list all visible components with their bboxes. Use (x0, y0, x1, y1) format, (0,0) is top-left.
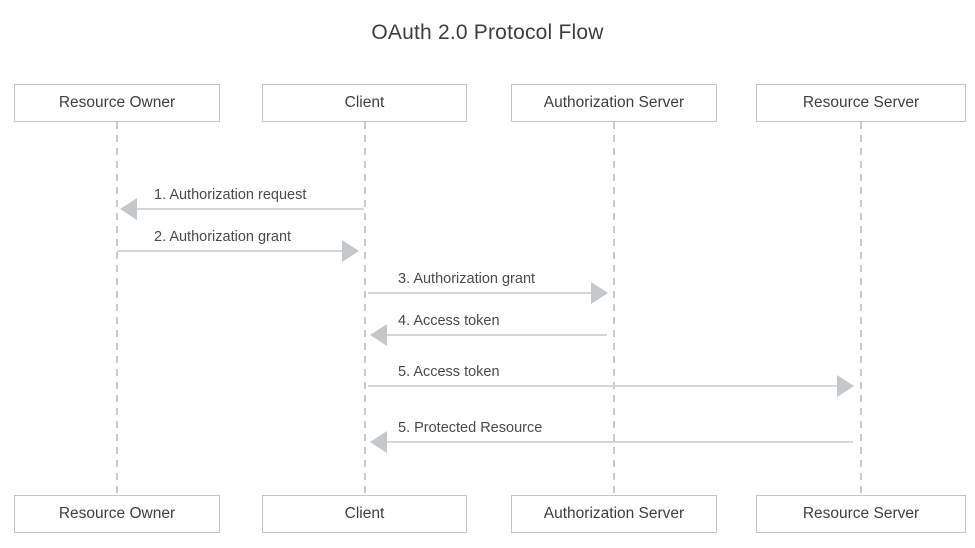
arrowhead-left-icon (370, 324, 387, 346)
lifeline-resource-owner (116, 122, 118, 495)
arrowhead-right-icon (591, 282, 608, 304)
lifeline-resource-server (860, 122, 862, 495)
arrowhead-left-icon (120, 198, 137, 220)
message-label: 1. Authorization request (154, 187, 307, 203)
message-arrow-line (117, 240, 359, 262)
actor-resource-server-bottom: Resource Server (756, 495, 966, 533)
actor-client-bottom: Client (262, 495, 467, 533)
actor-authorization-server-top: Authorization Server (511, 84, 717, 122)
arrowhead-right-icon (837, 375, 854, 397)
actor-client-top: Client (262, 84, 467, 122)
arrowhead-left-icon (370, 431, 387, 453)
message-authorization-request: 1. Authorization request (120, 187, 364, 220)
actor-label: Authorization Server (543, 505, 685, 522)
message-label: 3. Authorization grant (398, 271, 536, 287)
actor-authorization-server-bottom: Authorization Server (511, 495, 717, 533)
message-authorization-grant-to-server: 3. Authorization grant (368, 271, 608, 304)
message-access-token-to-client: 4. Access token (370, 313, 607, 346)
actor-label: Resource Owner (58, 505, 176, 522)
message-label: 2. Authorization grant (154, 229, 292, 245)
actor-label: Client (344, 505, 385, 522)
message-protected-resource: 5. Protected Resource (370, 420, 853, 453)
lifeline-authorization-server (613, 122, 615, 495)
actor-resource-owner-bottom: Resource Owner (14, 495, 220, 533)
diagram-title: OAuth 2.0 Protocol Flow (371, 21, 604, 44)
actor-label: Client (344, 94, 385, 111)
message-arrow-line (120, 198, 364, 220)
message-arrow-line (368, 282, 608, 304)
arrowhead-right-icon (342, 240, 359, 262)
actor-label: Resource Server (802, 505, 920, 522)
message-arrow-line (368, 375, 854, 397)
message-arrow-line (370, 431, 853, 453)
message-authorization-grant-to-client: 2. Authorization grant (117, 229, 359, 262)
lifeline-client (364, 122, 366, 495)
message-label: 4. Access token (398, 313, 500, 329)
message-arrow-line (370, 324, 607, 346)
actor-resource-server-top: Resource Server (756, 84, 966, 122)
message-access-token-to-resource-server: 5. Access token (368, 364, 854, 397)
message-label: 5. Access token (398, 364, 500, 380)
actor-label: Resource Owner (58, 94, 176, 111)
actor-resource-owner-top: Resource Owner (14, 84, 220, 122)
actor-label: Authorization Server (543, 94, 685, 111)
actor-label: Resource Server (802, 94, 920, 111)
message-label: 5. Protected Resource (398, 420, 543, 436)
